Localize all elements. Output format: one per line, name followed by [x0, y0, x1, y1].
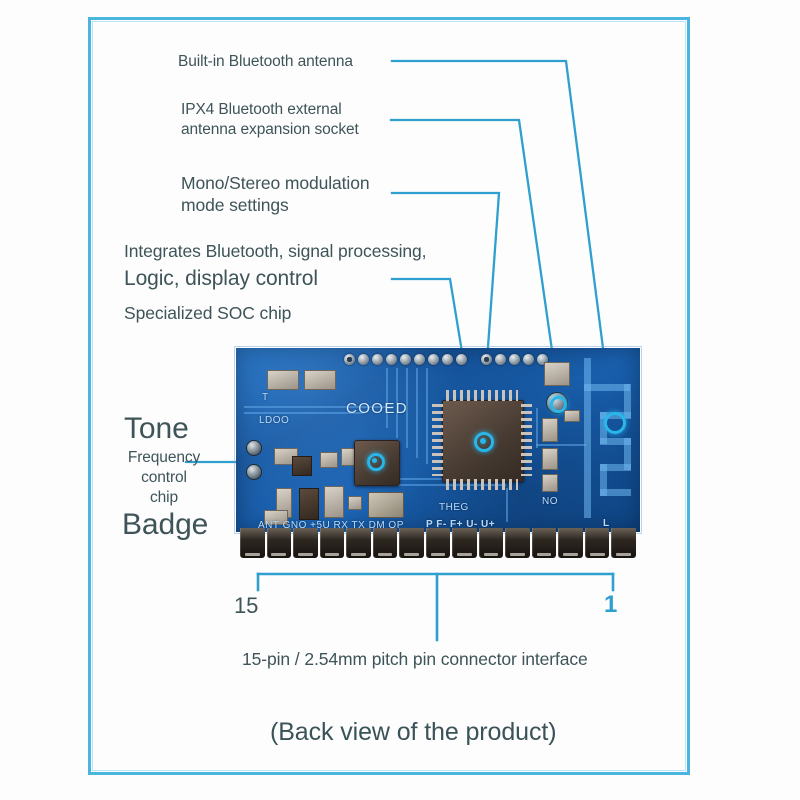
marker-circle-frequency-chip	[367, 453, 385, 471]
header-pin	[584, 528, 610, 558]
smd-component	[542, 448, 558, 470]
smd-component	[320, 452, 338, 468]
silk-t: T	[262, 392, 269, 403]
smd-component	[542, 418, 558, 442]
frame-inner-border	[92, 21, 686, 771]
pcb-antenna-trace	[584, 358, 636, 518]
pad	[484, 354, 506, 365]
header-pin	[452, 528, 477, 558]
pad	[484, 354, 548, 365]
marker-circle-antenna	[604, 412, 626, 434]
header-pin	[425, 528, 451, 558]
main-soc-chip-group	[432, 390, 532, 490]
silk-l: L	[603, 518, 610, 529]
product-view-caption: (Back view of the product)	[270, 718, 557, 746]
header-pin	[558, 528, 583, 558]
ipx4-socket	[544, 362, 570, 386]
marker-dot-frequency-chip	[372, 458, 377, 463]
pad	[347, 354, 383, 365]
top-pad-row-left	[344, 354, 467, 365]
callout-specialized-soc: Specialized SOC chip	[124, 303, 292, 323]
crystal-oscillator	[368, 492, 404, 518]
smd-component	[348, 496, 362, 510]
chip-pin-right	[521, 404, 532, 476]
header-pin	[505, 528, 530, 558]
pad	[347, 354, 439, 365]
callout-frequency-control-chip: Frequency control chip	[127, 449, 201, 506]
pcb-board: T LDOO COOED THEG NO ANT GNO +5U RX TX D…	[236, 348, 640, 532]
smd-component	[542, 474, 558, 492]
silk-cooed: COOED	[346, 400, 409, 417]
header-pin	[531, 528, 557, 558]
header-pin	[240, 528, 265, 558]
callout-badge: Badge	[122, 508, 209, 541]
header-pin	[266, 528, 292, 558]
silk-ldoo: LDOO	[259, 415, 290, 426]
pad	[347, 354, 411, 365]
marker-circle-soc-chip	[474, 432, 494, 452]
smd-component	[324, 486, 344, 518]
pin-connector-label: 15-pin / 2.54mm pitch pin connector inte…	[242, 649, 588, 669]
callout-tone: Tone	[124, 412, 189, 445]
top-pad-row-right	[481, 354, 548, 365]
pin-header	[239, 528, 637, 558]
silk-theg: THEG	[439, 502, 469, 513]
header-pin	[372, 528, 398, 558]
pad	[484, 354, 534, 365]
chip-pin-left	[432, 404, 443, 476]
pad	[347, 354, 369, 365]
pad	[484, 354, 520, 365]
callout-builtin-antenna: Built-in Bluetooth antenna	[178, 53, 353, 70]
smd-component	[292, 456, 312, 476]
mounting-hole	[246, 464, 262, 480]
mounting-hole	[246, 440, 262, 456]
pin-number-1: 1	[604, 591, 618, 618]
smd-component	[564, 410, 580, 422]
pad	[347, 354, 425, 365]
header-pin	[346, 528, 371, 558]
callout-logic-display: Logic, display control	[124, 267, 318, 290]
marker-dot-soc-chip	[480, 438, 486, 444]
callout-mono-stereo: Mono/Stereo modulation mode settings	[181, 173, 370, 216]
silk-left-pin-labels: ANT GNO +5U RX TX DM OP	[258, 520, 404, 531]
pad	[347, 354, 453, 365]
smd-component	[267, 370, 299, 390]
frame-border	[88, 17, 690, 775]
chip-pin-bottom	[446, 479, 518, 490]
header-pin	[293, 528, 318, 558]
smd-component	[299, 488, 319, 520]
pad	[347, 354, 467, 365]
callout-integrates: Integrates Bluetooth, signal processing,	[124, 241, 427, 261]
header-pin	[319, 528, 345, 558]
header-pin	[478, 528, 504, 558]
pin-number-15: 15	[234, 593, 259, 618]
header-pin	[611, 528, 636, 558]
silk-right-pin-labels: P F- F+ U- U+	[426, 519, 496, 530]
callout-ipx4-socket: IPX4 Bluetooth external antenna expansio…	[181, 101, 359, 138]
chip-pin-top	[446, 390, 518, 401]
header-pin	[399, 528, 424, 558]
smd-component	[304, 370, 336, 390]
silk-no: NO	[542, 496, 558, 507]
smd-component	[264, 510, 288, 525]
pad	[347, 354, 397, 365]
marker-circle-ipx4	[550, 396, 567, 413]
